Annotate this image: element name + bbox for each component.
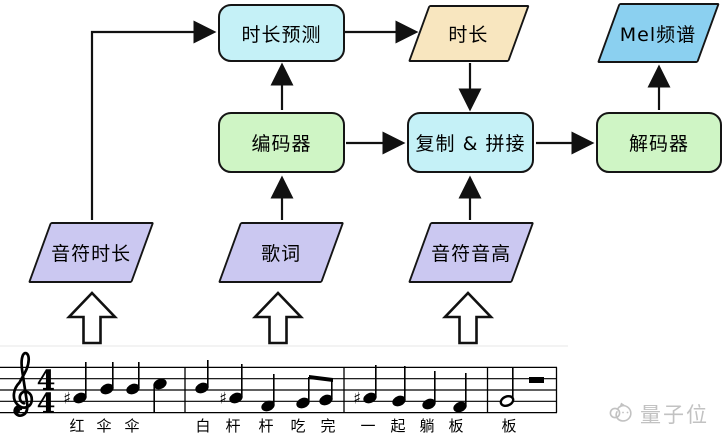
quarter-notehead [422,398,436,410]
half-notehead [499,394,515,408]
quarter-notehead [153,378,167,390]
node-label: 解码器 [628,133,689,155]
quarter-notehead [453,401,467,413]
treble-clef-icon [12,351,34,417]
node-label: 复制 & 拼接 [415,133,526,155]
node-decoder: 解码器 [596,112,722,173]
half-rest [529,377,544,383]
up-arrow-icon [251,291,305,345]
lyric-syllable: 一 [360,417,375,435]
quarter-notehead [261,400,275,412]
lyric-syllable: 杆 [258,417,273,435]
flow-arrows [90,20,671,220]
node-duration-predictor: 时长预测 [218,4,345,62]
lyric-syllable: 红 [69,417,84,435]
lyric-syllable: 吃 [290,417,305,435]
node-lyrics: 歌词 [218,222,345,283]
beam [309,375,333,382]
lyric-syllable: 白 [195,417,210,435]
lyric-syllable: 伞 [96,417,111,435]
quarter-notehead [363,392,377,404]
arrow-note-duration-to-duration-predictor [90,20,217,220]
node-label: 编码器 [251,133,312,155]
up-arrow-icon [441,291,495,345]
node-label: Mel频谱 [620,23,697,46]
lyric-syllable: 板 [501,417,516,435]
node-copy-concat: 复制 & 拼接 [407,112,534,173]
node-label: 歌词 [261,243,302,265]
node-note-pitch: 音符音高 [408,222,535,283]
lyric-syllable: 起 [390,417,405,435]
lyric-syllable: 杆 [225,417,240,435]
node-mel-spectrogram: Mel频谱 [597,3,720,63]
lyric-syllable: 伞 [124,417,139,435]
node-label: 音符时长 [51,243,132,265]
quarter-notehead [73,392,87,404]
time-signature: 4 [37,389,56,420]
eighth-notehead [319,394,333,406]
sharp-sign: ♯ [63,389,71,408]
score-input-arrows [65,291,495,345]
node-encoder: 编码器 [218,112,345,173]
node-note-duration: 音符时长 [28,222,155,283]
lyric-syllable: 完 [320,417,335,435]
clef-ball [13,407,20,414]
score-notes-layer: 44♯♯♯红伞伞白杆杆吃完一起躺板板 [0,360,558,435]
node-duration: 时长 [408,5,530,62]
watermark-text: 量子位 [640,403,709,427]
node-label: 时长预测 [241,23,322,46]
node-label: 时长 [448,24,489,46]
watermark: 量子位 [607,399,709,429]
music-staff [12,351,34,417]
time-signature: 4 [37,366,56,397]
quarter-notehead [195,382,209,394]
lyric-syllable: 躺 [419,417,434,435]
qbitai-mascot-icon [609,402,632,422]
sharp-sign: ♯ [353,389,361,408]
quarter-notehead [126,383,140,395]
lyric-syllable: 板 [448,417,463,435]
node-label: 音符音高 [431,243,512,265]
quarter-notehead [100,383,114,395]
sharp-sign: ♯ [219,389,227,408]
up-arrow-icon [65,291,119,345]
quarter-notehead [392,395,406,407]
eighth-notehead [296,397,310,409]
quarter-notehead [229,392,243,404]
